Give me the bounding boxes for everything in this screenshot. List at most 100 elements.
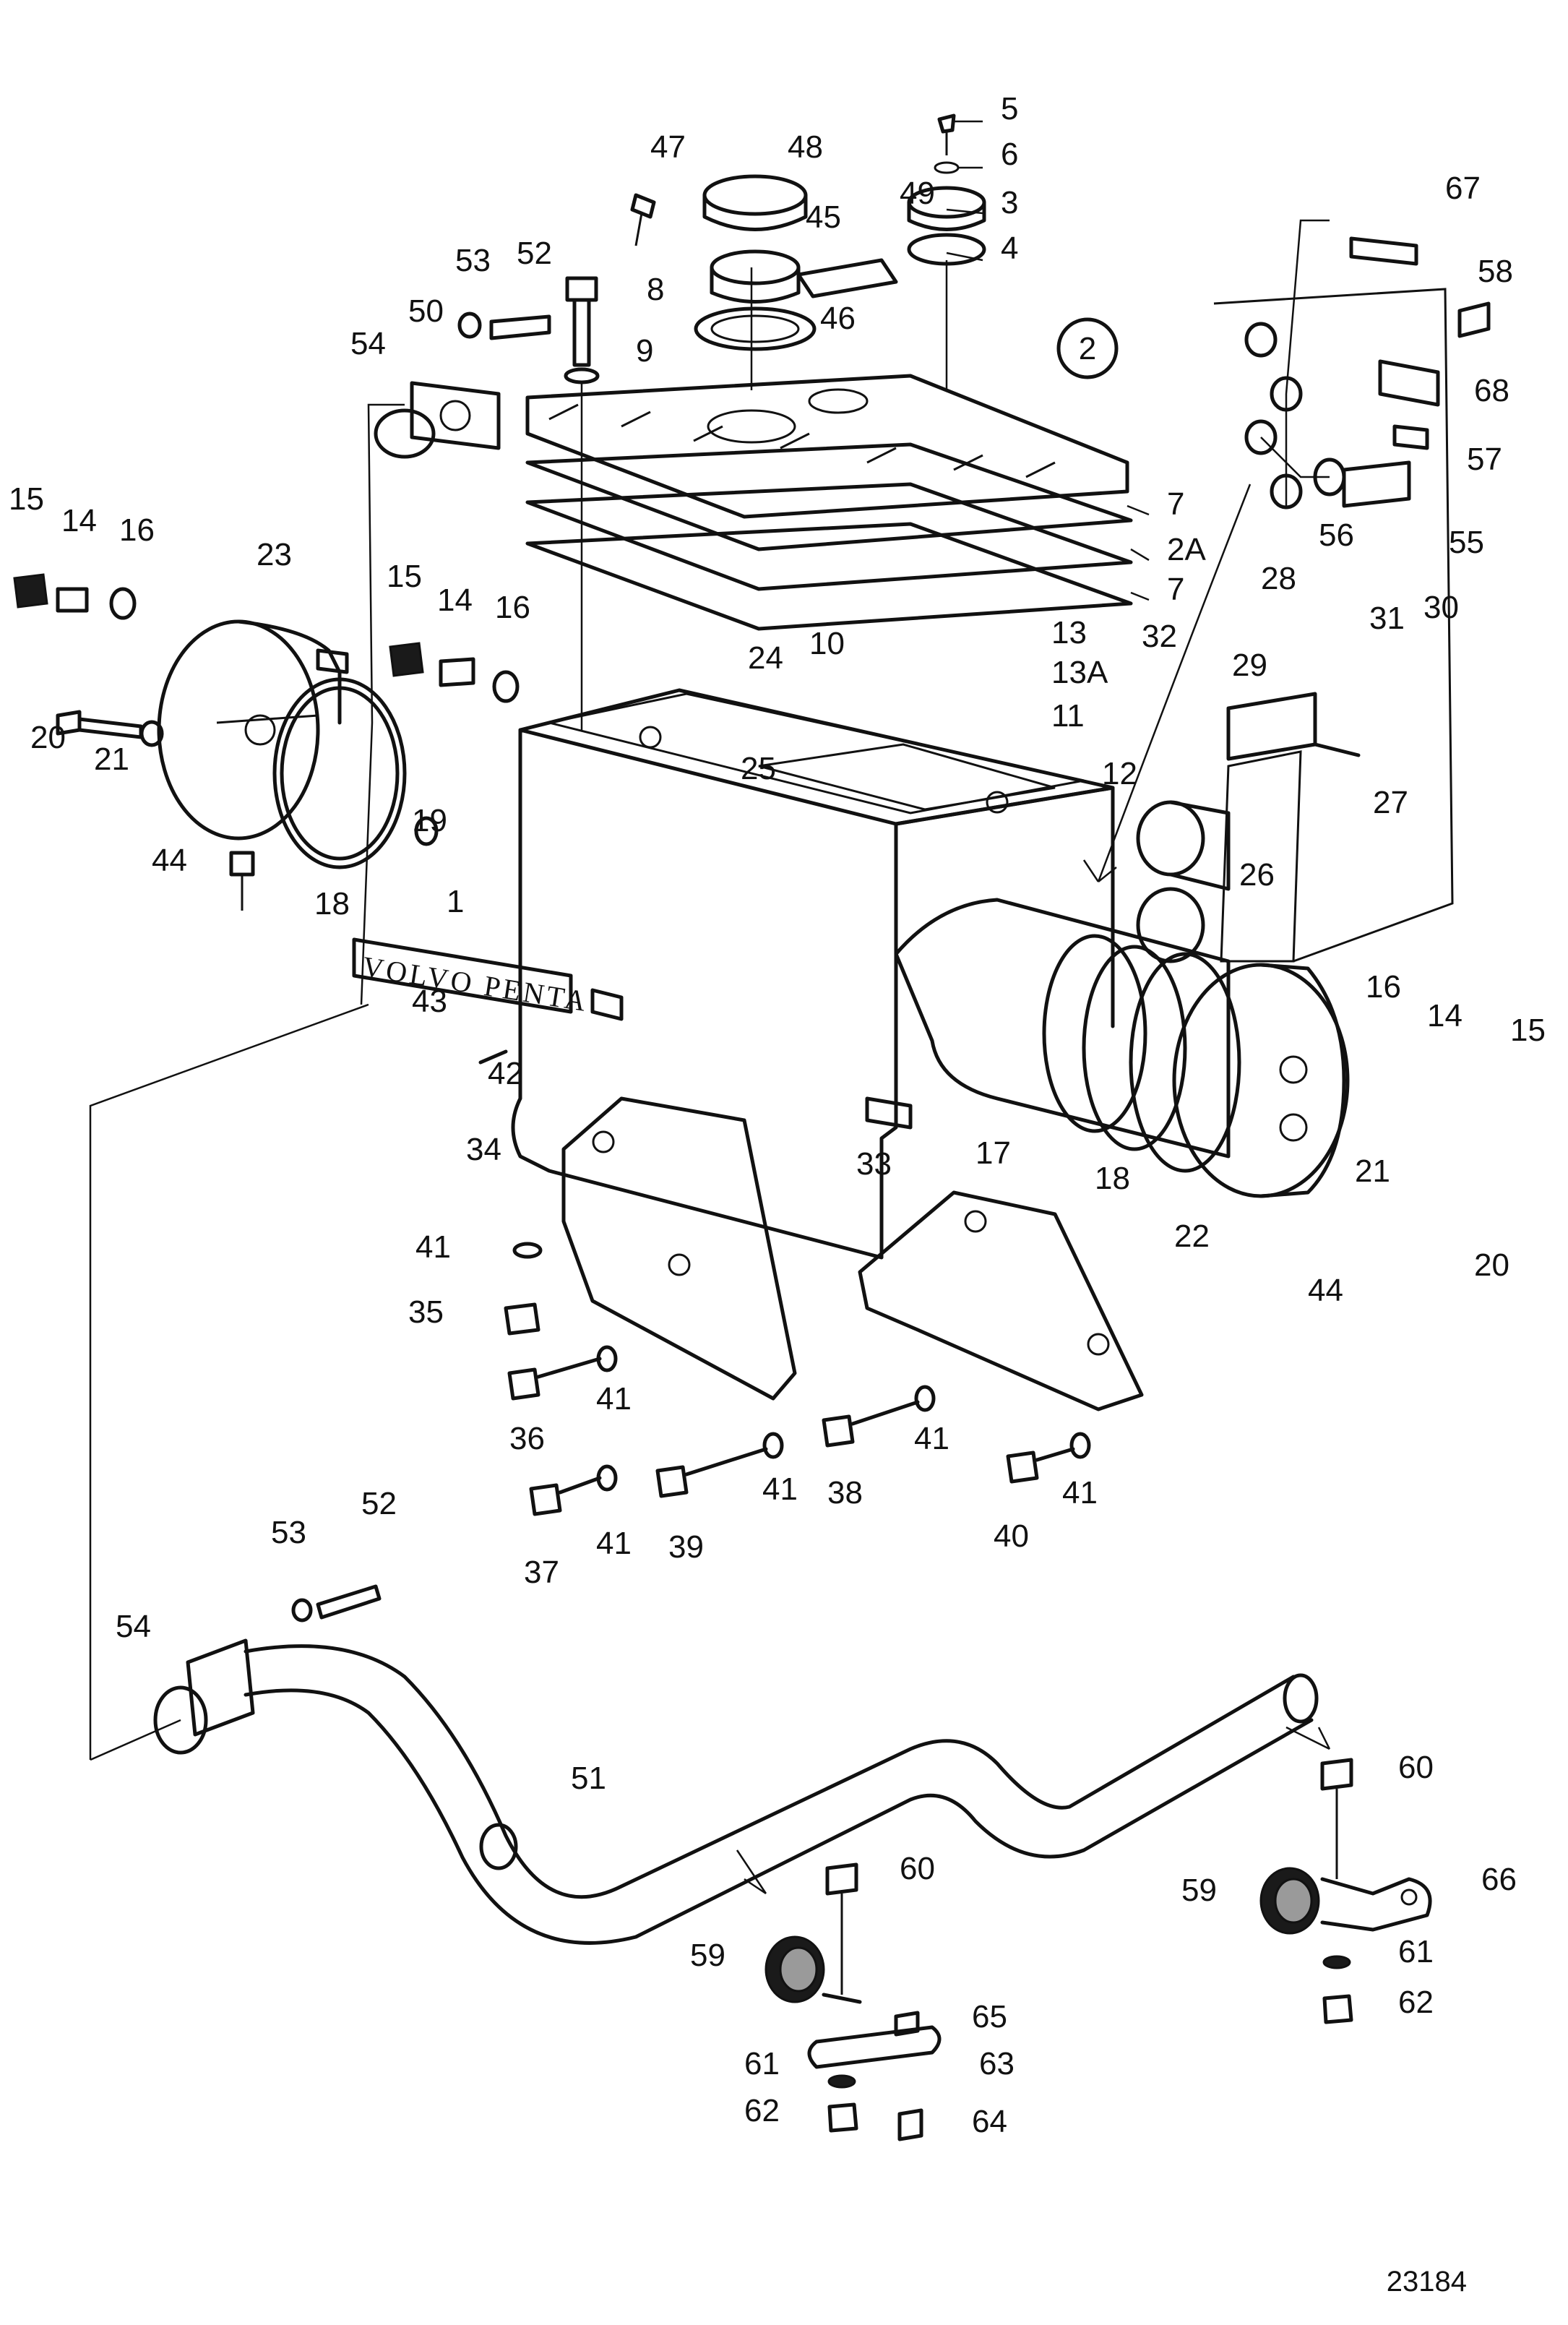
callout-c58: 58 (1478, 254, 1513, 289)
callout-c11: 11 (1051, 698, 1085, 734)
callout-c34: 34 (466, 1132, 501, 1167)
callout-c55: 55 (1449, 525, 1484, 560)
callout-c23: 23 (257, 537, 292, 572)
callout-c24: 24 (748, 640, 783, 676)
flange-50-group (374, 311, 551, 459)
callout-c26: 26 (1239, 857, 1275, 893)
callout-c20a: 20 (30, 720, 66, 755)
callout-c41a: 41 (415, 1229, 451, 1265)
callout-c39: 39 (668, 1529, 704, 1565)
plug-set-left (13, 573, 520, 911)
callout-c62b: 62 (1398, 1985, 1434, 2020)
filter-17-group (1042, 934, 1350, 1198)
bracket-27 (1226, 692, 1361, 761)
callout-c6: 6 (1001, 137, 1018, 172)
callout-c45: 45 (806, 199, 841, 235)
callout-c48: 48 (788, 129, 823, 165)
callout-c59a: 59 (690, 1938, 725, 1973)
callout-c4: 4 (1001, 231, 1018, 266)
callout-c49: 49 (900, 176, 935, 211)
callout-c42: 42 (488, 1056, 523, 1091)
callout-c13A: 13A (1051, 655, 1108, 690)
clamp-set-left (764, 1862, 942, 2141)
callout-c18b: 18 (1095, 1161, 1130, 1196)
callout-c63: 63 (979, 2046, 1015, 2081)
callout-c30: 30 (1423, 590, 1459, 625)
callout-c15a: 15 (9, 481, 44, 517)
engine-block-outline (1213, 288, 1454, 963)
thermostat-cap-group (630, 113, 986, 351)
cover-plate-2 (525, 374, 1129, 519)
callout-c41c: 41 (914, 1421, 949, 1456)
gasket-2A (525, 482, 1133, 591)
housing-part-1 (511, 688, 1231, 1260)
callout-c18a: 18 (314, 886, 350, 921)
callout-c16b: 16 (495, 590, 530, 625)
callout-c60b: 60 (1398, 1750, 1434, 1785)
callout-c19: 19 (412, 803, 447, 838)
callout-c60a: 60 (900, 1851, 935, 1886)
callout-c38: 38 (827, 1475, 863, 1510)
leader-lines (89, 120, 1331, 1895)
callout-c16a: 16 (119, 512, 155, 548)
callout-c10: 10 (809, 626, 845, 661)
callout-c66: 66 (1481, 1862, 1517, 1897)
callout-c64: 64 (972, 2104, 1007, 2139)
callout-c1: 1 (447, 884, 464, 919)
callout-c25: 25 (741, 751, 776, 786)
callout-c33: 33 (856, 1146, 892, 1182)
callout-c62a: 62 (744, 2093, 780, 2128)
callout-c15b: 15 (387, 559, 422, 594)
gasket-7-upper (525, 442, 1133, 551)
callout-c53b: 53 (271, 1515, 306, 1550)
callout-c35: 35 (408, 1294, 444, 1330)
pipe-51 (153, 1584, 1319, 1945)
clamp-set-right (1259, 1758, 1432, 2024)
callout-c21b: 21 (1355, 1153, 1390, 1189)
callout-c40: 40 (994, 1518, 1029, 1554)
callout-c61b: 61 (1398, 1934, 1434, 1969)
callout-c13: 13 (1051, 615, 1087, 650)
bolt-8 (564, 276, 600, 384)
callout-c56: 56 (1319, 517, 1354, 553)
callout-c14c: 14 (1427, 998, 1463, 1033)
callout-c32: 32 (1142, 619, 1177, 654)
bracket-34 (561, 1096, 797, 1401)
callout-c57: 57 (1467, 442, 1502, 477)
callout-c59b: 59 (1181, 1873, 1217, 1908)
callout-c37: 37 (524, 1555, 559, 1590)
callout-c16c: 16 (1366, 969, 1401, 1005)
callout-c28: 28 (1261, 561, 1296, 596)
callout-c52b: 52 (361, 1486, 397, 1521)
callout-c8: 8 (647, 272, 664, 307)
callout-c36: 36 (509, 1421, 545, 1456)
callout-c20b: 20 (1474, 1247, 1509, 1283)
callout-c46: 46 (820, 301, 856, 336)
callout-c51: 51 (571, 1761, 606, 1796)
callout-c7a: 7 (1167, 486, 1184, 522)
callout-c41e: 41 (596, 1526, 632, 1561)
callout-c3: 3 (1001, 185, 1018, 220)
callout-c5: 5 (1001, 91, 1018, 126)
callout-c27: 27 (1373, 785, 1408, 820)
callout-c54b: 54 (116, 1609, 151, 1644)
callout-c65: 65 (972, 1999, 1007, 2034)
callout-c9: 9 (636, 333, 653, 369)
callout-c43: 43 (412, 984, 447, 1019)
callout-c44a: 44 (152, 843, 187, 878)
reference-circle-label: 2 (1079, 331, 1096, 366)
callout-c31: 31 (1369, 601, 1405, 636)
reference-circle-2: 2 (1056, 317, 1119, 379)
bolt-set-35-41 (504, 1242, 1091, 1516)
callout-c50: 50 (408, 293, 444, 329)
callout-c53: 53 (455, 243, 491, 278)
callout-c54a: 54 (350, 326, 386, 361)
callout-c21a: 21 (94, 742, 129, 777)
brand-plate-43: VOLVO PENTA (352, 937, 591, 1065)
callout-c61a: 61 (744, 2046, 780, 2081)
callout-c14a: 14 (61, 503, 97, 538)
callout-c41f: 41 (1062, 1475, 1098, 1510)
gasket-7-lower (525, 522, 1133, 631)
